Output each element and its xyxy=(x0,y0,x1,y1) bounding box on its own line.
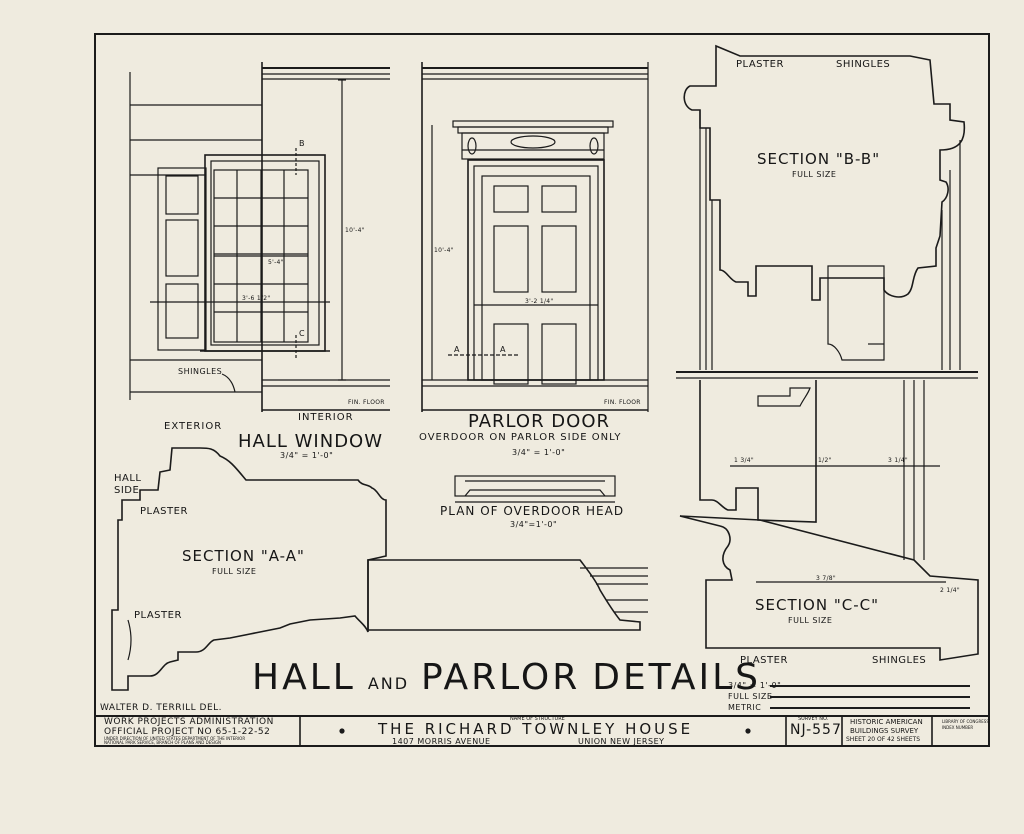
structure-location: UNION NEW JERSEY xyxy=(578,737,665,746)
section-aa-title: SECTION "A-A" xyxy=(182,547,305,565)
label-shingles-bb: SHINGLES xyxy=(836,59,891,70)
main-title-details: DETAILS xyxy=(592,657,762,698)
survey-no-label: SURVEY NO. xyxy=(798,716,829,722)
dim-cc-1: 1 3/4" xyxy=(734,457,754,464)
sheet-border xyxy=(94,33,990,747)
dim-cc-5: 2 1/4" xyxy=(940,587,960,594)
section-bb-size: FULL SIZE xyxy=(792,170,837,179)
parlor-door-subtitle: OVERDOOR ON PARLOR SIDE ONLY xyxy=(419,432,622,443)
label-plaster-cc: PLASTER xyxy=(740,655,788,666)
section-mark-c: C xyxy=(299,329,306,338)
label-plaster-aa-bottom: PLASTER xyxy=(134,610,182,621)
label-interior: INTERIOR xyxy=(298,412,354,423)
main-title-parlor: PARLOR xyxy=(421,657,581,698)
scale-label-34: 3/4" = 1'-0" xyxy=(728,681,782,690)
parlor-door-title: PARLOR DOOR xyxy=(468,411,611,432)
habs-line-2: BUILDINGS SURVEY xyxy=(850,727,919,735)
survey-number: NJ-557 xyxy=(790,722,842,738)
parlor-door-scale: 3/4" = 1'-0" xyxy=(512,448,566,457)
section-mark-b: B xyxy=(299,139,305,148)
dim-cc-3: 3 1/4" xyxy=(888,457,908,464)
agency-line-1: WORK PROJECTS ADMINISTRATION xyxy=(104,717,274,727)
main-title: HALL AND PARLOR DETAILS xyxy=(252,660,761,696)
dim-door-width: 3'-2 1/4" xyxy=(525,298,554,305)
structure-name: THE RICHARD TOWNLEY HOUSE xyxy=(378,720,694,738)
structure-address: 1407 MORRIS AVENUE xyxy=(392,737,491,746)
label-shingles-window: SHINGLES xyxy=(178,367,223,376)
section-aa-drawing xyxy=(111,447,648,691)
label-exterior: EXTERIOR xyxy=(164,421,223,432)
agency-line-4: NATIONAL PARK SERVICE, BRANCH OF PLANS A… xyxy=(104,740,222,745)
habs-line-1: HISTORIC AMERICAN xyxy=(850,718,923,726)
dim-cc-4: 3 7/8" xyxy=(816,575,836,582)
agency-line-2: OFFICIAL PROJECT NO 65-1-22-52 xyxy=(104,727,271,737)
overdoor-plan-scale: 3/4"=1'-0" xyxy=(510,520,558,529)
agency-line-3: UNDER DIRECTION OF UNITED STATES DEPARTM… xyxy=(104,736,246,741)
overdoor-plan-title: PLAN OF OVERDOOR HEAD xyxy=(440,504,625,518)
scale-label-metric: METRIC xyxy=(728,703,762,712)
sheet-number: SHEET 20 OF 42 SHEETS xyxy=(846,736,921,743)
section-cc-size: FULL SIZE xyxy=(788,616,833,625)
dim-cc-2: 1/2" xyxy=(818,457,832,464)
hall-window-drawing xyxy=(129,62,390,412)
overdoor-plan-drawing xyxy=(454,475,616,503)
loc-line-1: LIBRARY OF CONGRESS xyxy=(942,719,989,724)
hall-window-title: HALL WINDOW xyxy=(238,431,384,452)
label-plaster-aa-top: PLASTER xyxy=(140,506,188,517)
section-mark-a-left: A xyxy=(454,345,460,354)
section-cc-title: SECTION "C-C" xyxy=(755,596,880,614)
section-aa-size: FULL SIZE xyxy=(212,567,257,576)
delineator: WALTER D. TERRILL DEL. xyxy=(100,703,223,713)
name-of-structure-label: NAME OF STRUCTURE xyxy=(510,716,565,722)
label-shingles-cc: SHINGLES xyxy=(872,655,927,666)
label-hall-side: HALL SIDE xyxy=(114,473,142,496)
label-fin-floor-door: FIN. FLOOR xyxy=(604,399,641,406)
section-bb-title: SECTION "B-B" xyxy=(757,150,881,168)
parlor-door-drawing xyxy=(421,62,649,412)
section-cc-drawing xyxy=(676,371,979,661)
hall-window-scale: 3/4" = 1'-0" xyxy=(280,451,334,460)
section-bb-drawing xyxy=(683,44,966,370)
dim-door-height: 10'-4" xyxy=(434,247,454,254)
scale-label-full: FULL SIZE xyxy=(728,692,773,701)
label-plaster-bb: PLASTER xyxy=(736,59,784,70)
graphic-scales xyxy=(770,685,970,709)
section-mark-a-right: A xyxy=(500,345,506,354)
dim-window-height: 10'-4" xyxy=(345,227,365,234)
label-fin-floor-window: FIN. FLOOR xyxy=(348,399,385,406)
main-title-and: AND xyxy=(367,674,410,693)
loc-line-2: INDEX NUMBER xyxy=(942,725,974,730)
main-title-hall: HALL xyxy=(252,657,356,698)
dim-window-width: 3'-6 1/2" xyxy=(242,295,271,302)
title-block-dividers xyxy=(299,716,933,746)
dim-window-sash: 5'-4" xyxy=(268,259,284,266)
